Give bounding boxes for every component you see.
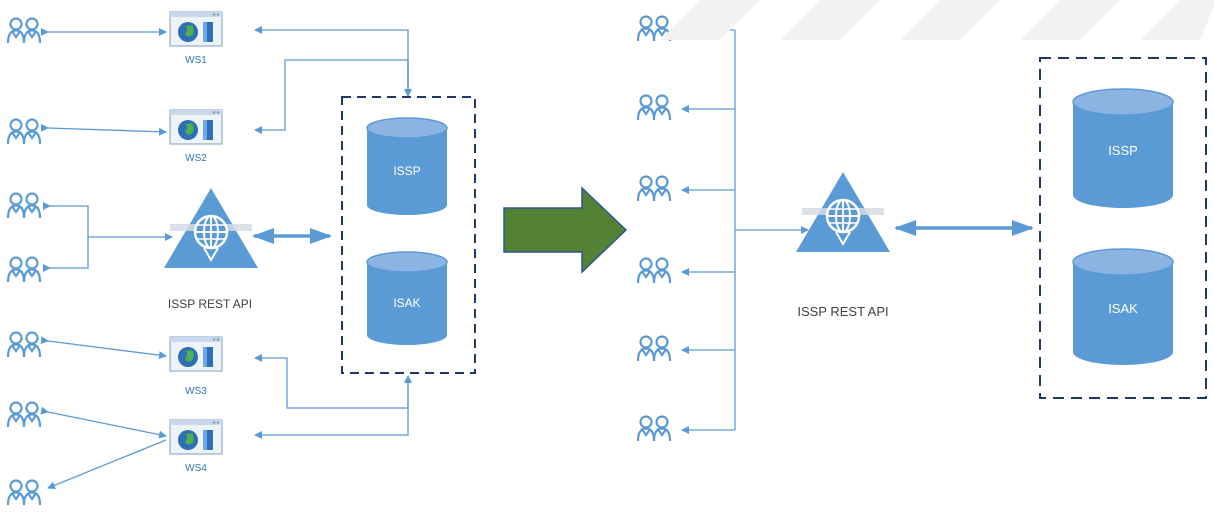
transition-arrow-icon	[503, 186, 628, 274]
api-globe-icon	[794, 170, 892, 254]
database-container	[1039, 57, 1207, 399]
user-group-icon	[636, 415, 672, 443]
api-globe-icon	[162, 186, 260, 270]
webserver-icon	[169, 336, 223, 372]
webserver-ws4: WS4	[169, 419, 223, 474]
api-node-before: ISSP REST API	[162, 186, 260, 311]
background-watermark	[660, 0, 1214, 40]
webserver-label: WS2	[185, 153, 207, 164]
after-panel: ISSP REST API ISSP ISAK	[636, 15, 1207, 443]
api-node-after: ISSP REST API	[794, 170, 892, 319]
database-label: ISSP	[1108, 143, 1138, 158]
user-group-icon	[636, 94, 672, 122]
database-issp: ISSP	[366, 117, 448, 215]
user-group-icon	[6, 479, 42, 507]
database-label: ISAK	[1108, 301, 1138, 316]
database-isak: ISAK	[1072, 248, 1174, 365]
user-group-icon	[6, 331, 42, 359]
user-group-icon	[6, 192, 42, 220]
user-group-icon	[636, 257, 672, 285]
api-label: ISSP REST API	[168, 297, 252, 311]
database-issp: ISSP	[1072, 88, 1174, 208]
before-panel: WS1 WS2 WS3 WS4 ISSP REST API	[6, 11, 476, 507]
webserver-icon	[169, 11, 223, 47]
webserver-label: WS4	[185, 463, 207, 474]
webserver-ws3: WS3	[169, 336, 223, 397]
database-isak: ISAK	[366, 251, 448, 345]
database-label: ISSP	[393, 164, 420, 178]
user-group-icon	[6, 401, 42, 429]
database-container	[341, 96, 476, 374]
webserver-label: WS3	[185, 386, 207, 397]
webserver-icon	[169, 109, 223, 145]
user-group-icon	[6, 256, 42, 284]
user-group-icon	[6, 118, 42, 146]
webserver-ws1: WS1	[169, 11, 223, 66]
connectors-after	[681, 26, 809, 434]
webserver-icon	[169, 419, 223, 455]
user-group-icon	[636, 175, 672, 203]
database-label: ISAK	[393, 296, 420, 310]
user-group-icon	[6, 17, 42, 45]
webserver-label: WS1	[185, 55, 207, 66]
api-label: ISSP REST API	[797, 304, 888, 319]
connectors-before	[40, 26, 412, 490]
user-group-icon	[636, 335, 672, 363]
webserver-ws2: WS2	[169, 109, 223, 164]
